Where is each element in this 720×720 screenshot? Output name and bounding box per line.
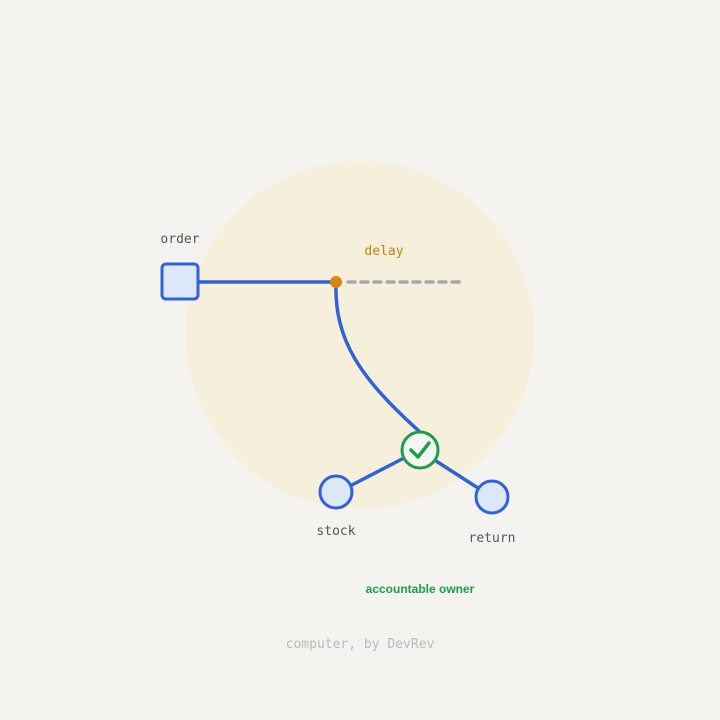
edge-owner-to-stock (349, 456, 405, 488)
delay-label: delay (364, 244, 403, 259)
edge-delay-to-owner (334, 281, 422, 434)
stock-node[interactable] (318, 474, 354, 510)
order-node[interactable] (160, 262, 200, 301)
edge-owner-to-return (435, 459, 479, 490)
return-node[interactable] (474, 479, 510, 515)
focus-halo (186, 161, 534, 509)
order-label: order (160, 232, 199, 247)
check-circle-icon[interactable] (400, 430, 440, 470)
stock-label: stock (316, 524, 355, 539)
return-label: return (469, 531, 516, 546)
owner-label: accountable owner (366, 582, 475, 596)
credit-footer: computer, by DevRev (286, 637, 435, 652)
delay-dot[interactable] (330, 276, 342, 288)
